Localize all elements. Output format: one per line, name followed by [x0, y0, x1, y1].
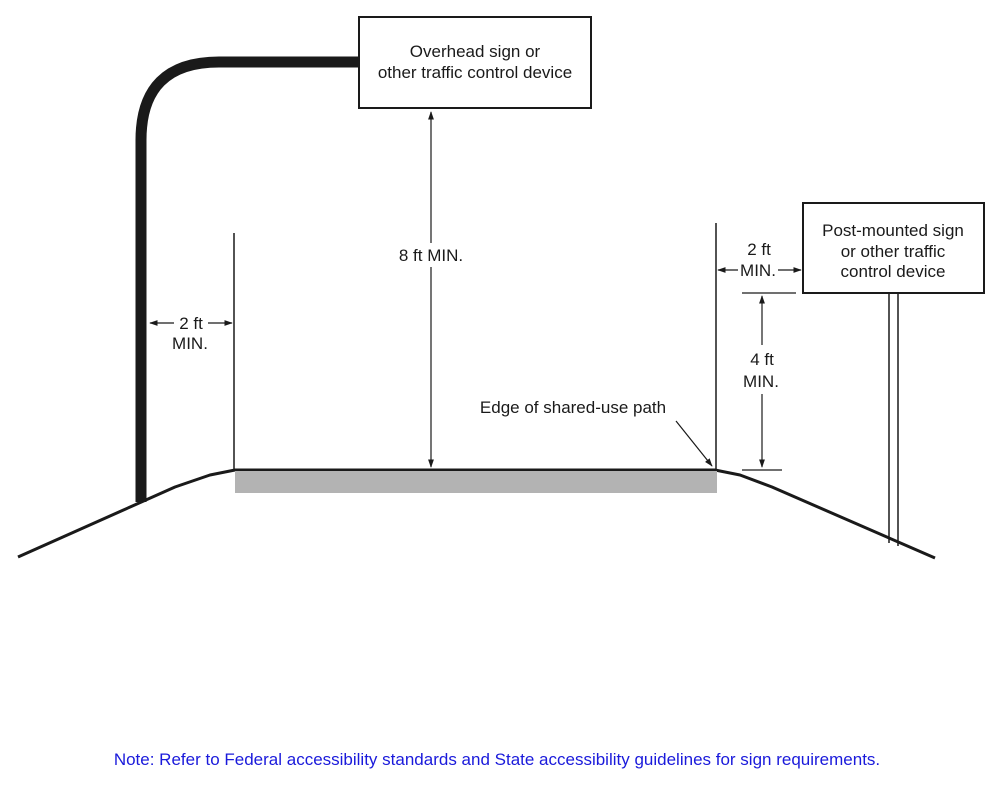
path-edge-leader	[675, 420, 713, 467]
overhead-sign-structure	[135, 56, 360, 502]
right-lateral-min: MIN.	[740, 261, 776, 280]
post-mounted-sign-box	[802, 202, 985, 294]
post-sign-line1: Post-mounted sign	[822, 221, 964, 240]
vertical-clearance-label-bg	[392, 243, 472, 267]
post-sign-line2: or other traffic	[841, 242, 946, 261]
overhead-sign-line2: other traffic control device	[378, 63, 572, 82]
post-sign-line3: control device	[841, 262, 946, 281]
post-height-min: MIN.	[743, 372, 779, 391]
accessibility-note: Note: Refer to Federal accessibility sta…	[114, 750, 880, 769]
overhead-sign-box	[358, 16, 592, 109]
vertical-clearance-label: 8 ft MIN.	[399, 246, 463, 265]
left-lateral-value: 2 ft	[179, 314, 203, 333]
ground-profile	[17, 468, 936, 560]
shared-use-path-surface	[235, 471, 717, 493]
post-height-value: 4 ft	[750, 350, 774, 369]
right-lateral-value: 2 ft	[747, 240, 771, 259]
path-edge-label: Edge of shared-use path	[480, 398, 666, 417]
overhead-sign-line1: Overhead sign or	[410, 42, 541, 61]
left-lateral-min: MIN.	[172, 334, 208, 353]
